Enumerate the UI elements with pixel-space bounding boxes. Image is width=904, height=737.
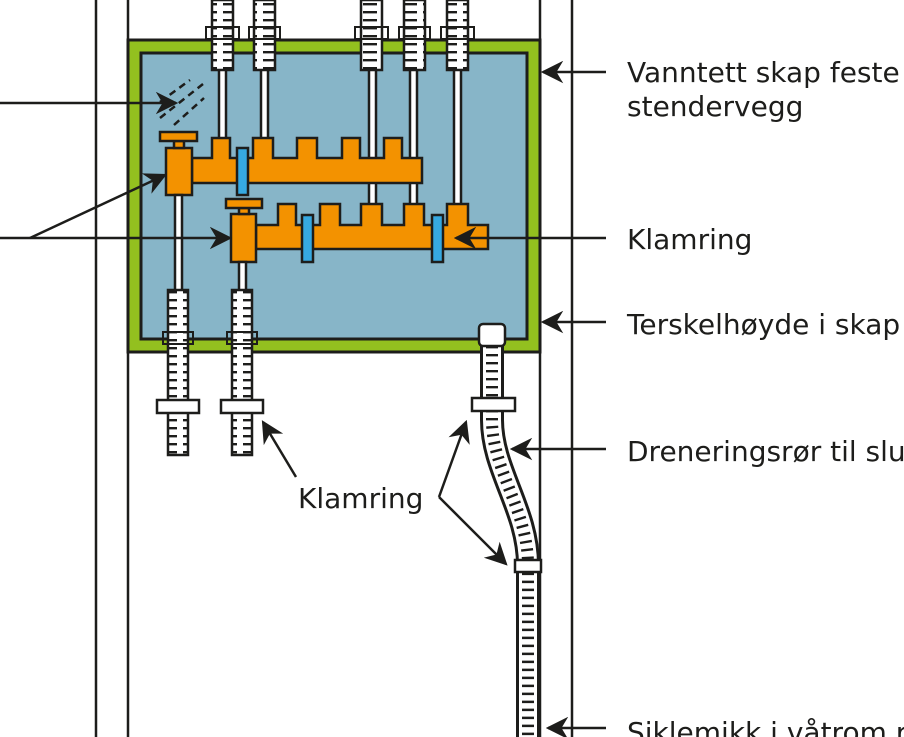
label-clamp-ring-bottom: Klamring (298, 482, 423, 515)
label-cabinet-line1: Vanntett skap feste (627, 56, 900, 89)
label-drip-wet-room: Siklemikk i våtrom r (627, 716, 904, 737)
cabinet-interior (139, 51, 529, 341)
label-drain-pipe: Dreneringsrør til slu (627, 435, 904, 468)
label-clamp-ring-right: Klamring (627, 223, 752, 256)
drain-pipe (470, 322, 543, 737)
leader-arrows (0, 60, 606, 737)
label-cabinet-line2: stendervegg (627, 90, 803, 123)
upper-manifold (158, 130, 424, 197)
clamp-ring (430, 213, 445, 264)
label-threshold: Terskelhøyde i skap (626, 308, 900, 341)
clamp-ring-fitting (155, 398, 265, 415)
outlet-pipes-bottom (155, 193, 265, 457)
supply-pipes-top (205, 0, 475, 210)
clamp-ring (300, 213, 315, 264)
clamp-ring (235, 146, 250, 197)
